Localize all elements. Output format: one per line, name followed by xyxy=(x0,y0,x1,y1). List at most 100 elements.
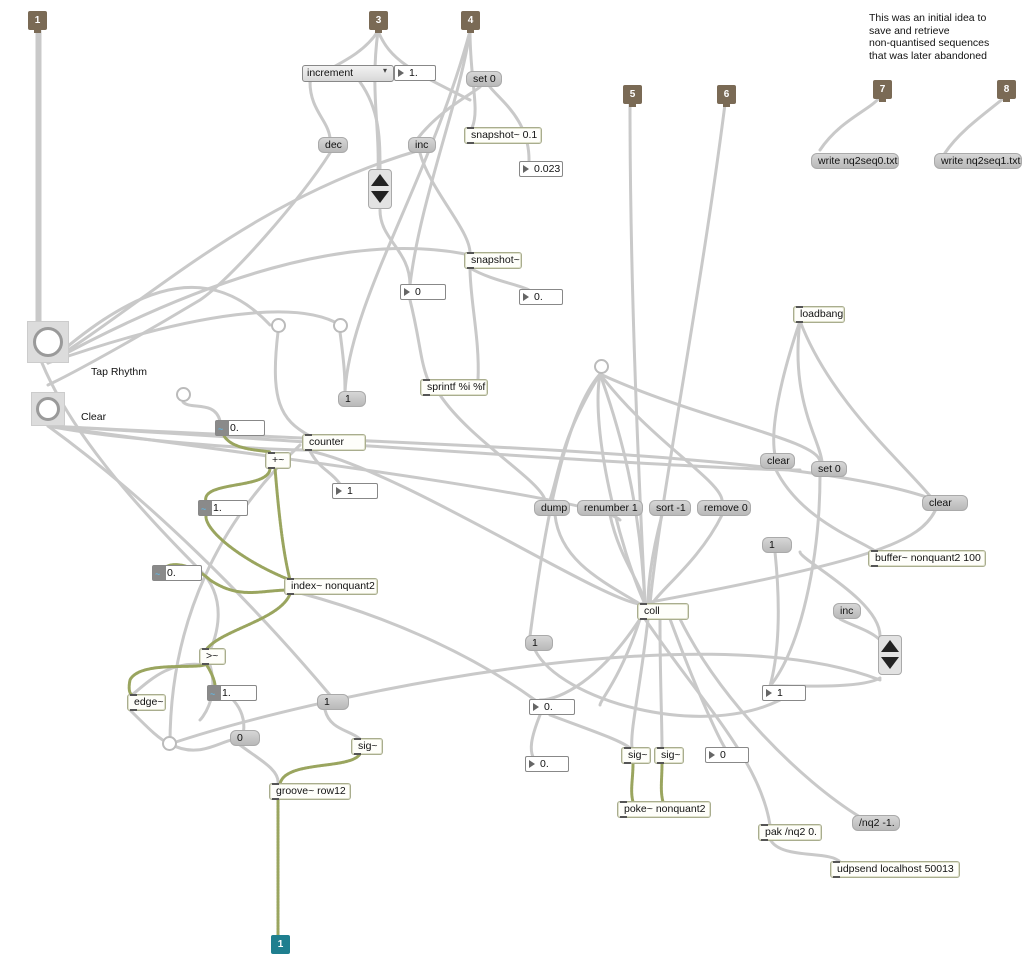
patchcord[interactable] xyxy=(46,247,472,365)
sprintf-object[interactable]: sprintf %i %f xyxy=(420,379,488,396)
signal-patchcord[interactable] xyxy=(204,662,217,688)
patchcord[interactable] xyxy=(598,372,724,502)
patchcord[interactable] xyxy=(46,424,332,697)
patchcord[interactable] xyxy=(130,662,207,697)
signal-patchcord[interactable] xyxy=(630,761,635,804)
one-message[interactable]: 1 xyxy=(317,694,349,710)
patchcord[interactable] xyxy=(648,102,727,606)
patchcord[interactable] xyxy=(323,708,362,741)
patchcord[interactable] xyxy=(308,449,342,486)
signal-number-box[interactable]: ~0. xyxy=(215,420,265,436)
signal-patchcord[interactable] xyxy=(127,662,208,697)
patchcord[interactable] xyxy=(168,652,882,746)
patchcord[interactable] xyxy=(418,151,472,255)
patchcord[interactable] xyxy=(943,95,1007,155)
patchcord[interactable] xyxy=(308,80,332,140)
sig-tilde-object[interactable]: sig~ xyxy=(654,747,684,764)
inc-message[interactable]: inc xyxy=(833,603,861,619)
patchcord[interactable] xyxy=(273,330,312,438)
bang-button[interactable] xyxy=(176,387,191,402)
patchcord[interactable] xyxy=(181,400,222,423)
patchcord[interactable] xyxy=(646,513,664,606)
patchcord[interactable] xyxy=(548,713,632,750)
snapshot-01-object[interactable]: snapshot~ 0.1 xyxy=(464,127,542,144)
patchcord[interactable] xyxy=(46,310,342,365)
patchcord[interactable] xyxy=(548,372,602,502)
patchcord[interactable] xyxy=(818,95,882,152)
poke-object[interactable]: poke~ nonquant2 xyxy=(617,801,711,818)
patchcord[interactable] xyxy=(338,330,347,394)
patchcord[interactable] xyxy=(798,319,932,498)
patchcord[interactable] xyxy=(408,298,430,382)
patchcord[interactable] xyxy=(630,617,650,750)
buffer-object[interactable]: buffer~ nonquant2 100 xyxy=(868,550,986,567)
inlet-6[interactable]: 6 xyxy=(717,85,736,107)
number-box[interactable]: 0 xyxy=(400,284,446,300)
signal-number-box[interactable]: ~0. xyxy=(152,565,202,581)
inlet-5[interactable]: 5 xyxy=(623,85,642,107)
signal-number-box[interactable]: ~1. xyxy=(198,500,248,516)
greater-than-tilde-object[interactable]: >~ xyxy=(199,648,226,665)
one-message[interactable]: 1 xyxy=(525,635,553,651)
patchcord[interactable] xyxy=(678,617,862,819)
patchcord[interactable] xyxy=(468,266,531,292)
patchcord[interactable] xyxy=(528,372,602,638)
patchcord[interactable] xyxy=(46,424,937,502)
number-box[interactable]: 0. xyxy=(519,289,563,305)
clear-bang[interactable] xyxy=(31,392,65,426)
signal-patchcord[interactable] xyxy=(278,752,362,786)
signal-number-box[interactable]: ~1. xyxy=(207,685,257,701)
bang-button[interactable] xyxy=(271,318,286,333)
patchcord[interactable] xyxy=(40,361,220,652)
write-nq2seq1-message[interactable]: write nq2seq1.txt xyxy=(934,153,1022,169)
patchcord[interactable] xyxy=(533,648,782,718)
pak-object[interactable]: pak /nq2 0. xyxy=(758,824,822,841)
up-down-arrows[interactable] xyxy=(878,635,902,675)
number-box[interactable]: 1 xyxy=(332,483,378,499)
arrow-up-icon[interactable] xyxy=(881,640,899,652)
patchcord[interactable] xyxy=(416,85,482,140)
up-down-arrows[interactable] xyxy=(368,169,392,209)
patchcord[interactable] xyxy=(408,29,472,287)
number-box[interactable]: 0. xyxy=(529,699,575,715)
patchcord[interactable] xyxy=(298,591,537,702)
patchcord[interactable] xyxy=(643,617,772,827)
outlet-1[interactable]: 1 xyxy=(271,935,290,954)
patchcord[interactable] xyxy=(343,29,472,394)
coll-object[interactable]: coll xyxy=(637,603,689,620)
inlet-3[interactable]: 3 xyxy=(369,11,388,33)
dec-message[interactable]: dec xyxy=(318,137,348,153)
patchcord[interactable] xyxy=(308,449,642,606)
patchcord[interactable] xyxy=(46,148,422,365)
nq2-message[interactable]: /nq2 -1. xyxy=(852,815,900,831)
bang-button[interactable] xyxy=(162,736,177,751)
patchcord[interactable] xyxy=(838,617,882,642)
clear-message[interactable]: clear xyxy=(922,495,968,511)
inlet-7[interactable]: 7 xyxy=(873,80,892,102)
tap-rhythm-bang[interactable] xyxy=(27,321,69,363)
patchcord[interactable] xyxy=(468,266,480,382)
inc-message[interactable]: inc xyxy=(408,137,436,153)
arrow-down-icon[interactable] xyxy=(371,191,389,203)
patchcord[interactable] xyxy=(768,837,842,864)
patchcord[interactable] xyxy=(628,102,647,606)
plus-tilde-object[interactable]: +~ xyxy=(265,452,291,469)
patchcord[interactable] xyxy=(796,319,824,464)
patchcord[interactable] xyxy=(650,513,724,606)
snapshot-object[interactable]: snapshot~ xyxy=(464,252,522,269)
patchcord[interactable] xyxy=(608,513,647,606)
inlet-4[interactable]: 4 xyxy=(461,11,480,33)
number-box[interactable]: 0.023 xyxy=(519,161,563,177)
signal-patchcord[interactable] xyxy=(659,761,665,804)
arrow-up-icon[interactable] xyxy=(371,174,389,186)
patchcord[interactable] xyxy=(358,80,382,172)
set-0-message[interactable]: set 0 xyxy=(811,461,847,477)
patchcord[interactable] xyxy=(529,713,542,759)
patchcord[interactable] xyxy=(373,29,380,172)
number-box[interactable]: 1 xyxy=(762,685,806,701)
patchcord[interactable] xyxy=(772,319,802,457)
index-object[interactable]: index~ nonquant2 xyxy=(284,578,378,595)
one-message[interactable]: 1 xyxy=(338,391,366,407)
patchcord[interactable] xyxy=(238,743,280,786)
edge-object[interactable]: edge~ xyxy=(127,694,166,711)
